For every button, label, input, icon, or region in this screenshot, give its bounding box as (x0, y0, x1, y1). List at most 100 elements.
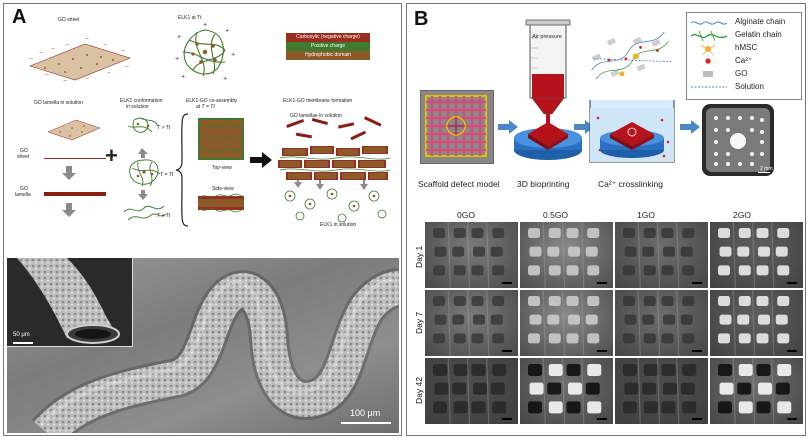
t-eq-label: T = Tt (160, 172, 174, 178)
scale-bar (787, 418, 797, 420)
svg-text:+: + (181, 74, 185, 80)
micrograph-1go-day7 (615, 290, 708, 356)
svg-text:+: + (203, 22, 207, 28)
pore (682, 364, 697, 376)
panel-b-letter: B (414, 8, 429, 30)
elk1-in-solution-label: ELK1 in solution (320, 222, 357, 228)
strand (676, 222, 680, 288)
scale-2mm-bar (758, 172, 770, 173)
right-arrow-icon (250, 152, 272, 168)
go-sheet-label: GO sheet (58, 17, 80, 23)
micrograph-pores (623, 358, 697, 424)
pore (623, 364, 637, 376)
svg-text:−: − (125, 64, 129, 70)
pore (585, 382, 600, 395)
pore (643, 364, 658, 376)
pore (585, 314, 598, 325)
pore (661, 333, 674, 344)
pore (738, 265, 751, 276)
pore (738, 228, 751, 238)
pore (548, 364, 563, 376)
pore (528, 265, 540, 276)
pore (756, 296, 769, 306)
strand (656, 358, 661, 424)
pore (756, 401, 771, 414)
pore (777, 228, 790, 238)
coassembly-label-2: at T = Tt (196, 104, 215, 110)
micrograph-1go-day1 (615, 222, 708, 288)
strand (676, 290, 680, 356)
scale-2mm-label: 2 mm (760, 166, 773, 172)
sem-image: 50 μm 100 μm (7, 258, 399, 433)
svg-text:−: − (103, 42, 107, 48)
strand (486, 222, 490, 288)
go-sheet-small-diagram (47, 119, 101, 141)
micrograph-pores (623, 222, 695, 288)
pore (719, 314, 732, 325)
pore (492, 364, 507, 376)
main-scale-bar (341, 422, 391, 424)
scale-bar (692, 350, 702, 352)
top-view-texture (201, 123, 241, 153)
strand (581, 290, 585, 356)
gray-rect-icon (703, 71, 713, 77)
pore (492, 265, 505, 276)
cell-icon (700, 44, 716, 56)
pore (528, 333, 540, 344)
micrograph-0go-day7 (425, 290, 518, 356)
pore (453, 364, 468, 376)
pore (434, 314, 447, 325)
pore (587, 364, 602, 376)
pore (777, 296, 790, 306)
pore (756, 364, 771, 376)
t-lt-label: T < Tt (157, 213, 171, 219)
pore (623, 401, 637, 414)
pore (471, 364, 486, 376)
strand (751, 290, 756, 356)
pore (492, 228, 505, 238)
scale-bar (787, 282, 797, 284)
strand (486, 290, 490, 356)
svg-text:+: + (231, 52, 235, 58)
top-view-label: Top-view (212, 165, 232, 171)
legend-hydrophobic: Hydrophobic domain (286, 51, 370, 60)
svg-text:−: − (85, 36, 89, 42)
svg-text:+: + (177, 34, 181, 40)
pore (433, 265, 445, 276)
pore (642, 382, 657, 395)
micrograph-pores (433, 358, 507, 424)
pore (682, 401, 697, 414)
pore (453, 401, 468, 414)
pore (587, 265, 600, 276)
go-sheet-diagram: −−−− −−− −−−−− (29, 36, 131, 84)
pore (623, 333, 635, 344)
pore (718, 364, 732, 376)
pore (492, 401, 507, 414)
legend-ca: Ca²⁺ (735, 56, 753, 65)
pore (529, 314, 542, 325)
step-ca-crosslinking: Ca²⁺ crosslinking (598, 179, 663, 189)
legend-solution: Solution (735, 82, 764, 91)
pore (661, 265, 674, 276)
strand (637, 358, 641, 424)
pore (777, 364, 792, 376)
pore (529, 246, 542, 257)
row-header-day42: Day 42 (414, 377, 424, 404)
air-pressure-label: Air pressure (532, 34, 562, 40)
strand (676, 358, 680, 424)
pore (492, 333, 505, 344)
pore (758, 314, 770, 325)
pore (758, 382, 772, 395)
pore (661, 228, 674, 238)
micrograph-pores (623, 290, 695, 356)
pore (566, 228, 579, 238)
svg-text:+: + (225, 28, 229, 34)
membrane-formation-label: ELK1-GO membrane formation (283, 98, 353, 104)
svg-text:−: − (121, 48, 125, 54)
step-scaffold-defect-model: Scaffold defect model (418, 179, 500, 189)
pore (528, 364, 542, 376)
pore (434, 246, 447, 257)
legend-positive: Positive charge (286, 42, 370, 51)
strand (542, 358, 546, 424)
pore (680, 314, 693, 325)
